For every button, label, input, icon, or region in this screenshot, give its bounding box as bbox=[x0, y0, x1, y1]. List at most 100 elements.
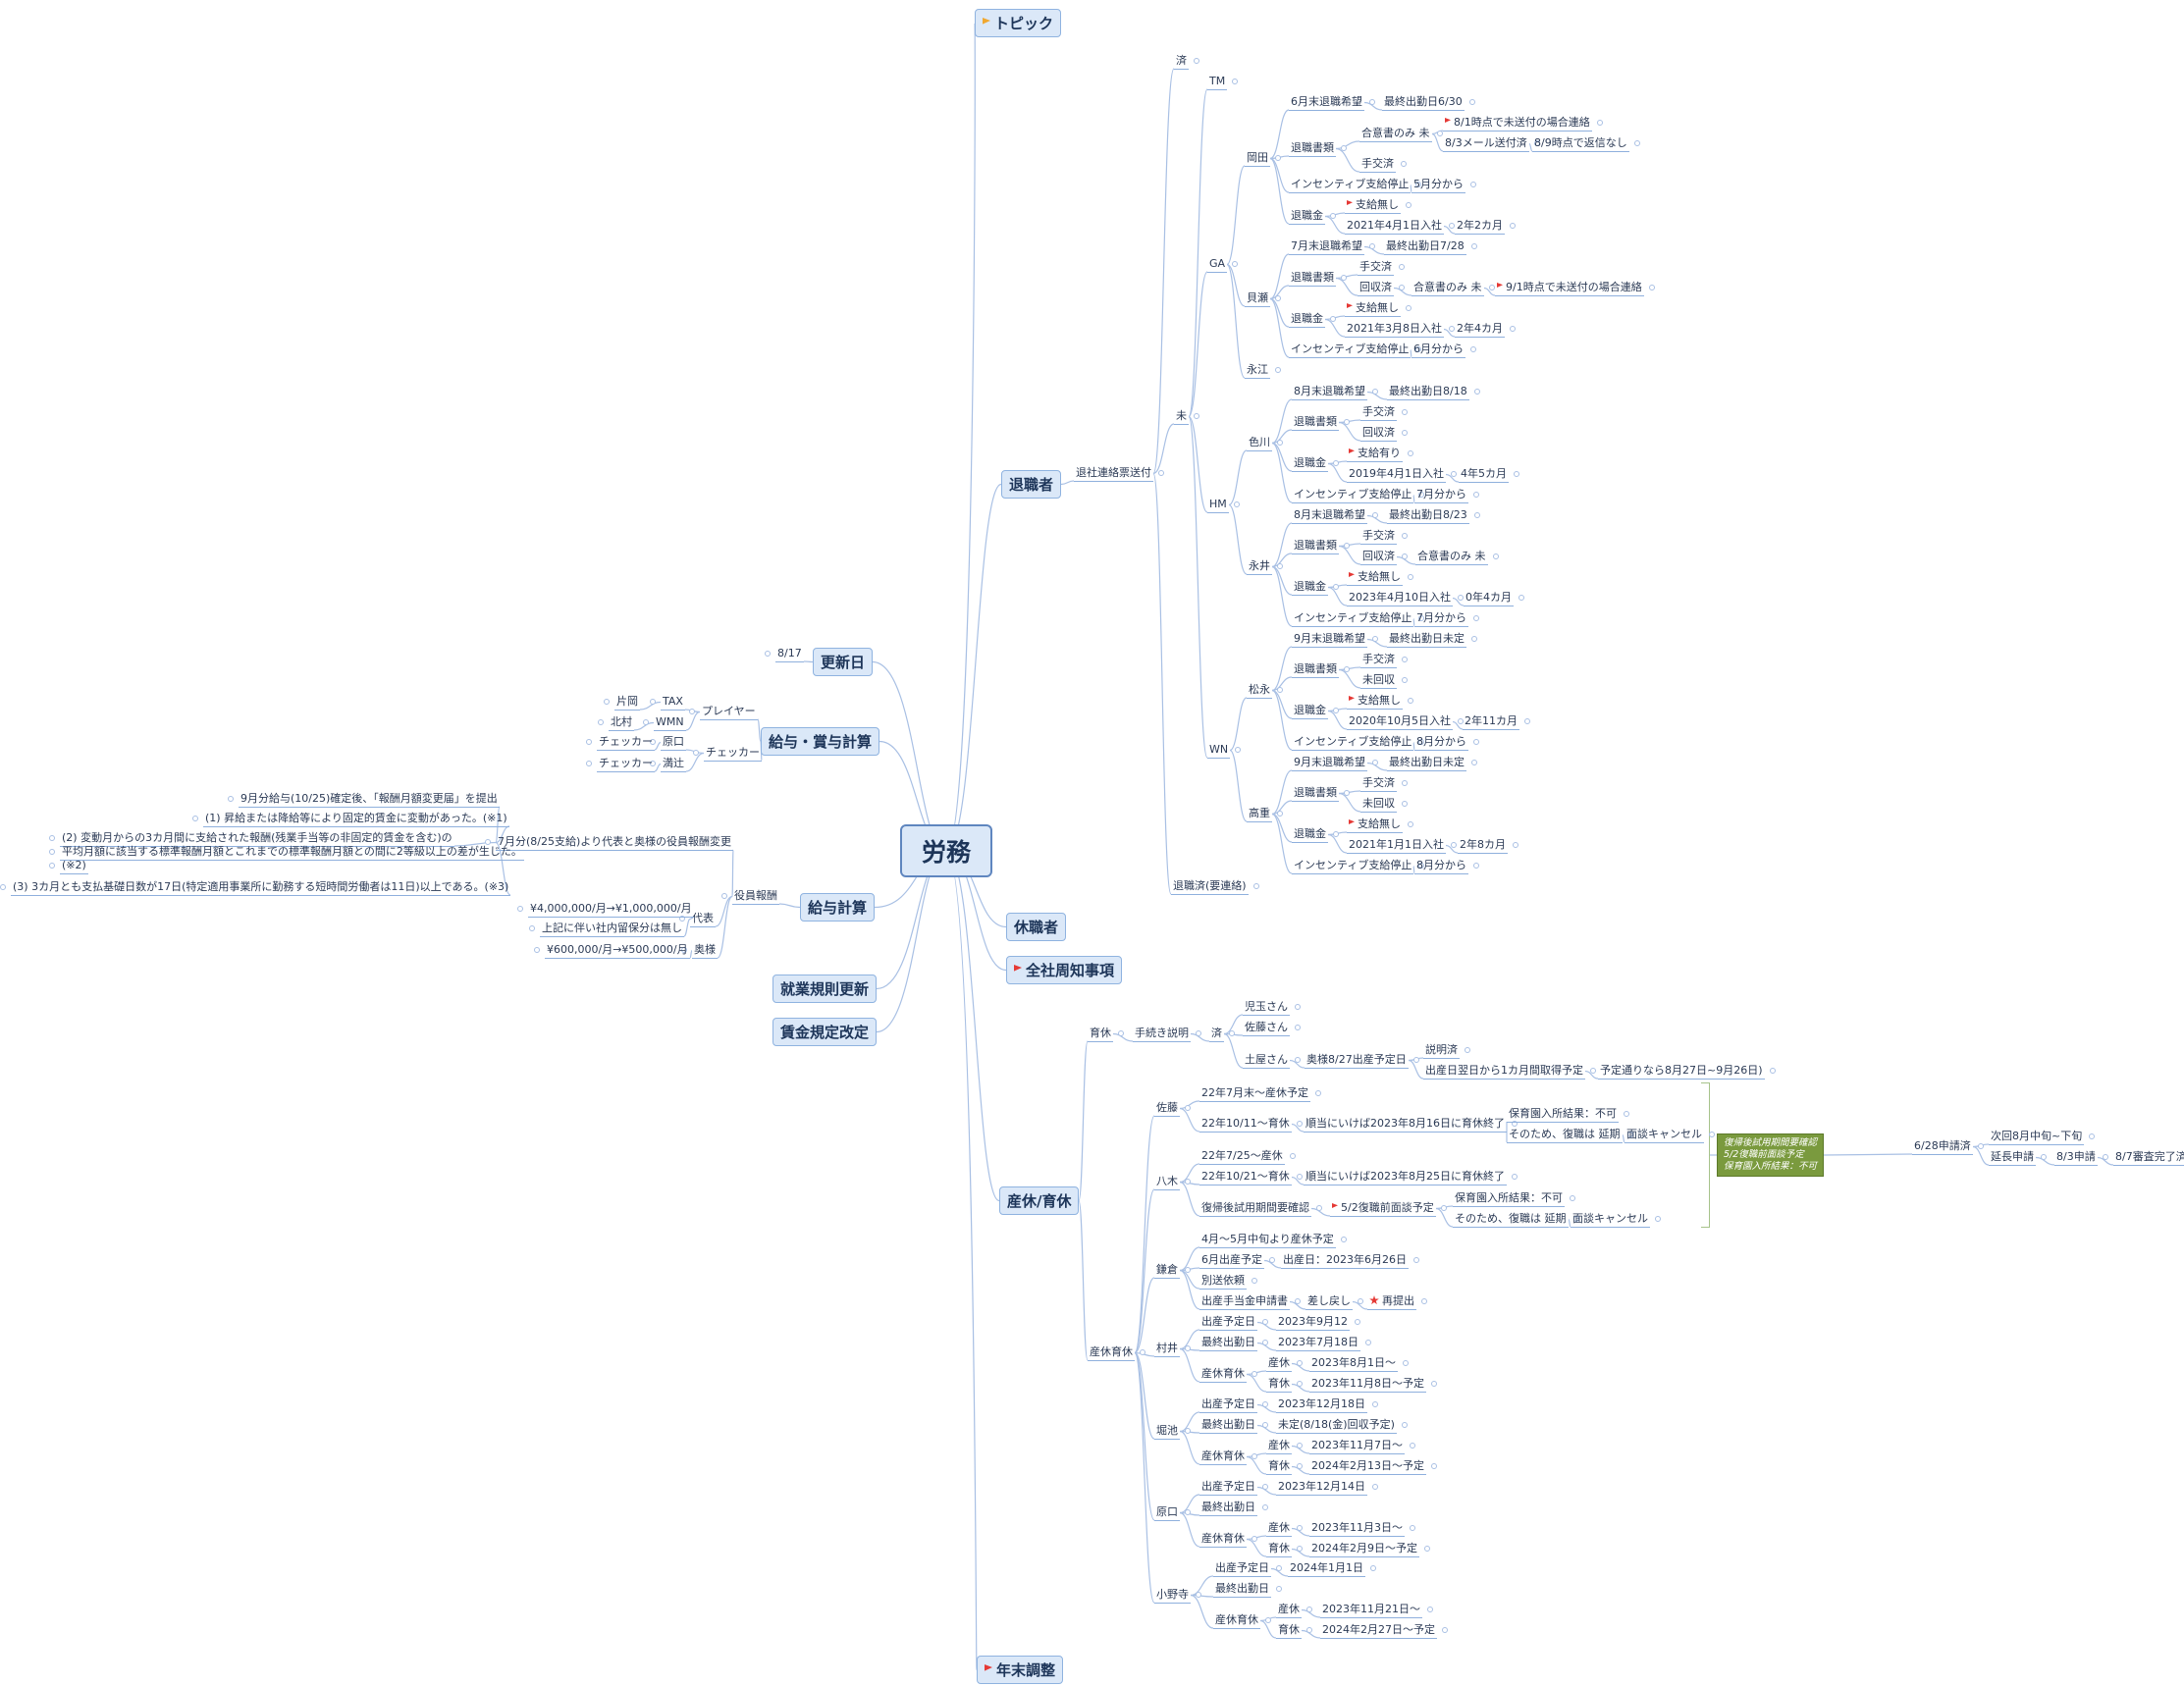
collapse-toggle-icon[interactable] bbox=[1431, 1381, 1437, 1387]
topic-node-m-hk-3[interactable]: 順当にいけば2023年8月25日に育休終了 bbox=[1304, 1169, 1518, 1185]
collapse-toggle-icon[interactable] bbox=[1365, 1340, 1371, 1345]
topic-node-r-iro-doc[interactable]: 退職書類 bbox=[1292, 414, 1350, 431]
collapse-toggle-icon[interactable] bbox=[1262, 1504, 1268, 1510]
topic-node-r-ng-1[interactable]: 8月末退職希望 bbox=[1292, 507, 1378, 524]
topic-node-r-iro-1[interactable]: 8月末退職希望 bbox=[1292, 384, 1378, 400]
collapse-toggle-icon[interactable] bbox=[1341, 275, 1347, 281]
collapse-toggle-icon[interactable] bbox=[1297, 1463, 1303, 1469]
topic-node-m-ext-2[interactable]: 8/3申請 bbox=[2054, 1149, 2108, 1166]
collapse-toggle-icon[interactable] bbox=[1235, 747, 1242, 753]
collapse-toggle-icon[interactable] bbox=[1473, 492, 1479, 498]
topic-node-m-mr-5b[interactable]: 2023年11月8日～予定 bbox=[1309, 1376, 1437, 1393]
topic-node-r-ok-1b[interactable]: 最終出勤日6/30 bbox=[1382, 94, 1475, 111]
collapse-toggle-icon[interactable] bbox=[1340, 1237, 1347, 1242]
topic-node-g-c2a[interactable]: (2) 変動月からの3カ月間に支給された報酬(残業手当等の非固定的賃金を含む)の bbox=[49, 830, 454, 847]
main-topic-leave[interactable]: 休職者 bbox=[1006, 913, 1067, 941]
topic-node-r-kai-ten[interactable]: 2年4カ月 bbox=[1455, 321, 1516, 338]
topic-node-r-iro-ret[interactable]: 退職金 bbox=[1292, 455, 1339, 472]
topic-node-m-mr-5[interactable]: 育休 bbox=[1266, 1376, 1303, 1393]
topic-node-r-kai-1b[interactable]: 最終出勤日7/28 bbox=[1384, 238, 1477, 255]
collapse-toggle-icon[interactable] bbox=[1473, 863, 1479, 869]
topic-node-r-tk-inc2[interactable]: 8月分から bbox=[1414, 858, 1479, 874]
topic-node-r-tk-1b[interactable]: 最終出勤日未定 bbox=[1387, 755, 1477, 771]
main-topic-retirees[interactable]: 退職者 bbox=[1001, 470, 1062, 499]
collapse-toggle-icon[interactable] bbox=[1333, 708, 1339, 713]
collapse-toggle-icon[interactable] bbox=[2102, 1154, 2108, 1160]
collapse-toggle-icon[interactable] bbox=[49, 863, 55, 869]
topic-node-g-d2[interactable]: 上記に伴い社内留保分は無し bbox=[529, 921, 684, 937]
topic-node-r-kai-ret[interactable]: 退職金 bbox=[1289, 311, 1336, 328]
collapse-toggle-icon[interactable] bbox=[1232, 261, 1239, 267]
topic-node-r-mt-nopay[interactable]: 支給無し bbox=[1347, 693, 1413, 710]
topic-node-r-iro-join[interactable]: 2019年4月1日入社 bbox=[1347, 466, 1457, 483]
topic-node-m-on-4[interactable]: 産休 bbox=[1276, 1602, 1312, 1618]
topic-node-r-tk-col[interactable]: 未回収 bbox=[1360, 796, 1408, 813]
topic-node-m-hr-2b[interactable]: 未定(8/18(金)回収予定) bbox=[1276, 1417, 1408, 1434]
collapse-toggle-icon[interactable] bbox=[1296, 1174, 1303, 1180]
collapse-toggle-icon[interactable] bbox=[1524, 718, 1530, 724]
collapse-toggle-icon[interactable] bbox=[1449, 326, 1455, 332]
collapse-toggle-icon[interactable] bbox=[1570, 1195, 1575, 1201]
collapse-toggle-icon[interactable] bbox=[1185, 1179, 1191, 1185]
main-topic-year-end[interactable]: 年末調整 bbox=[977, 1656, 1064, 1684]
topic-node-m-km-5[interactable]: 出産手当金申請書 bbox=[1199, 1293, 1301, 1310]
topic-node-r-mt-ten[interactable]: 2年11カ月 bbox=[1463, 713, 1530, 730]
topic-node-r-okada[interactable]: 岡田 bbox=[1245, 150, 1281, 167]
collapse-toggle-icon[interactable] bbox=[534, 947, 540, 953]
collapse-toggle-icon[interactable] bbox=[1401, 1422, 1408, 1428]
topic-node-m-hg-5b[interactable]: 2024年2月9日～予定 bbox=[1309, 1541, 1430, 1557]
collapse-toggle-icon[interactable] bbox=[1410, 1443, 1415, 1449]
topic-node-r-tk-1[interactable]: 9月末退職希望 bbox=[1292, 755, 1378, 771]
topic-node-m-km-7[interactable]: 再提出 bbox=[1367, 1293, 1427, 1310]
topic-node-g-d1[interactable]: ¥4,000,000/月→¥1,000,000/月 bbox=[517, 901, 694, 918]
collapse-toggle-icon[interactable] bbox=[1626, 1132, 1633, 1137]
collapse-toggle-icon[interactable] bbox=[1275, 367, 1281, 373]
topic-node-r-ok-ten[interactable]: 2年2カ月 bbox=[1455, 218, 1516, 235]
collapse-toggle-icon[interactable] bbox=[1194, 413, 1199, 419]
collapse-toggle-icon[interactable] bbox=[1473, 615, 1479, 621]
topic-node-r-ng-inc2[interactable]: 7月分から bbox=[1414, 610, 1479, 627]
collapse-toggle-icon[interactable] bbox=[1185, 1345, 1191, 1351]
main-topic-payroll-bonus[interactable]: 給与・賞与計算 bbox=[761, 727, 880, 756]
topic-node-m-doi-2[interactable]: 説明済 bbox=[1423, 1042, 1470, 1059]
collapse-toggle-icon[interactable] bbox=[1344, 666, 1350, 672]
collapse-toggle-icon[interactable] bbox=[1402, 553, 1408, 559]
topic-node-r-mt-inc[interactable]: インセンティブ支給停止 bbox=[1292, 734, 1425, 751]
topic-node-m-doi-1[interactable]: 奥様8/27出産予定日 bbox=[1305, 1052, 1419, 1069]
collapse-toggle-icon[interactable] bbox=[1372, 1484, 1378, 1490]
collapse-toggle-icon[interactable] bbox=[517, 906, 523, 912]
collapse-toggle-icon[interactable] bbox=[1330, 316, 1336, 322]
topic-node-r-tk-nopay[interactable]: 支給無し bbox=[1347, 817, 1413, 833]
collapse-toggle-icon[interactable] bbox=[1252, 1453, 1257, 1459]
collapse-toggle-icon[interactable] bbox=[1769, 1068, 1776, 1074]
collapse-toggle-icon[interactable] bbox=[2041, 1154, 2047, 1160]
topic-node-r-ng-agree[interactable]: 合意書のみ 未 bbox=[1415, 549, 1499, 565]
root-topic[interactable]: 労務 bbox=[900, 824, 993, 877]
collapse-toggle-icon[interactable] bbox=[1624, 1111, 1629, 1117]
topic-node-r-kai-1[interactable]: 7月末退職希望 bbox=[1289, 238, 1375, 255]
topic-node-r-tk-doc[interactable]: 退職書類 bbox=[1292, 785, 1350, 802]
topic-node-m-on-1b[interactable]: 2024年1月1日 bbox=[1288, 1560, 1376, 1577]
topic-node-r-send[interactable]: 退社連絡票送付 bbox=[1074, 465, 1164, 482]
topic-node-m-on-1[interactable]: 出産予定日 bbox=[1213, 1560, 1282, 1577]
main-topic-company-notice[interactable]: 全社周知事項 bbox=[1006, 956, 1123, 984]
collapse-toggle-icon[interactable] bbox=[1277, 687, 1283, 693]
collapse-toggle-icon[interactable] bbox=[1262, 1319, 1268, 1325]
topic-node-m-km-6[interactable]: 差し戻し bbox=[1305, 1293, 1363, 1310]
collapse-toggle-icon[interactable] bbox=[49, 849, 55, 855]
topic-node-p-tax[interactable]: TAX bbox=[650, 694, 685, 711]
collapse-toggle-icon[interactable] bbox=[1333, 460, 1339, 466]
topic-node-m-hk-5[interactable]: 5/2復職前面談予定 bbox=[1330, 1200, 1447, 1217]
collapse-toggle-icon[interactable] bbox=[2089, 1133, 2096, 1139]
collapse-toggle-icon[interactable] bbox=[1315, 1090, 1321, 1096]
topic-node-r-iro-inc[interactable]: インセンティブ支給停止 bbox=[1292, 487, 1425, 503]
topic-node-r-iro-col[interactable]: 回収済 bbox=[1360, 425, 1408, 442]
topic-node-p-mitsuji[interactable]: 満辻 bbox=[650, 756, 686, 772]
topic-node-r-ng-col[interactable]: 回収済 bbox=[1360, 549, 1408, 565]
topic-node-p-wmn[interactable]: WMN bbox=[643, 714, 686, 731]
collapse-toggle-icon[interactable] bbox=[1344, 419, 1350, 425]
topic-node-p-checker[interactable]: チェッカー bbox=[693, 745, 762, 762]
topic-node-u-817[interactable]: 8/17 bbox=[765, 646, 804, 662]
collapse-toggle-icon[interactable] bbox=[1295, 1057, 1301, 1063]
topic-node-r-tm[interactable]: TM bbox=[1207, 74, 1239, 90]
